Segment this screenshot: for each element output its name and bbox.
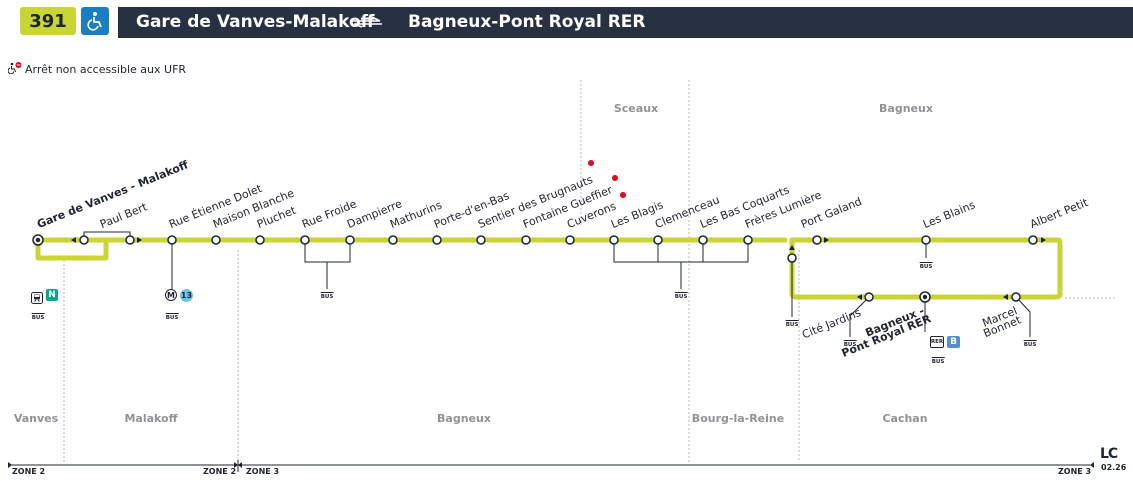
operator-logo: LC — [1100, 446, 1118, 462]
legend: Arrêt non accessible aux UFR — [7, 62, 187, 77]
wheelchair-icon — [81, 7, 109, 35]
commune-cachan: Cachan — [882, 412, 928, 425]
edition-date: 02.26 — [1101, 463, 1127, 472]
bidirectional-arrow-icon — [350, 13, 384, 32]
commune-bourg-la-reine: Bourg-la-Reine — [691, 412, 785, 425]
route-header: 391 Gare de Vanves-Malakoff Bagneux-Pont… — [0, 0, 1133, 38]
bus-connection: BUS — [843, 340, 857, 348]
rer-b-badge: B — [947, 336, 960, 348]
bus-connection: BUS — [31, 313, 45, 321]
destination-terminus: Bagneux-Pont Royal RER — [408, 12, 646, 32]
rer-icon: RER — [930, 336, 944, 348]
commune-vanves: Vanves — [13, 412, 59, 425]
zone-label: ZONE 3 — [1058, 467, 1092, 476]
commune-bagneux-north: Bagneux — [879, 102, 933, 115]
train-icon — [31, 289, 43, 308]
zone-label: ZONE 3 — [246, 467, 280, 476]
metro-13-badge: 13 — [180, 289, 193, 302]
zone-label: ZONE 2 — [12, 467, 46, 476]
bus-connection: BUS — [674, 292, 688, 300]
bus-connection: BUS — [1023, 340, 1037, 348]
bus-connection: BUS — [320, 292, 334, 300]
bus-connection: BUS — [931, 357, 945, 365]
bus-connection: BUS — [919, 262, 933, 270]
commune-sceaux: Sceaux — [613, 102, 659, 115]
commune-bagneux: Bagneux — [437, 412, 491, 425]
header-bar — [118, 7, 1133, 38]
wheelchair-no-icon — [7, 62, 22, 77]
transilien-n-badge: N — [46, 289, 58, 301]
bus-connection: BUS — [165, 313, 179, 321]
line-number-badge: 391 — [20, 7, 76, 35]
zone-label: ZONE 2 — [203, 467, 237, 476]
metro-icon: M — [165, 289, 177, 301]
legend-text: Arrêt non accessible aux UFR — [25, 63, 187, 76]
commune-malakoff: Malakoff — [124, 412, 178, 425]
bus-connection: BUS — [785, 320, 799, 328]
origin-terminus: Gare de Vanves-Malakoff — [136, 12, 375, 32]
